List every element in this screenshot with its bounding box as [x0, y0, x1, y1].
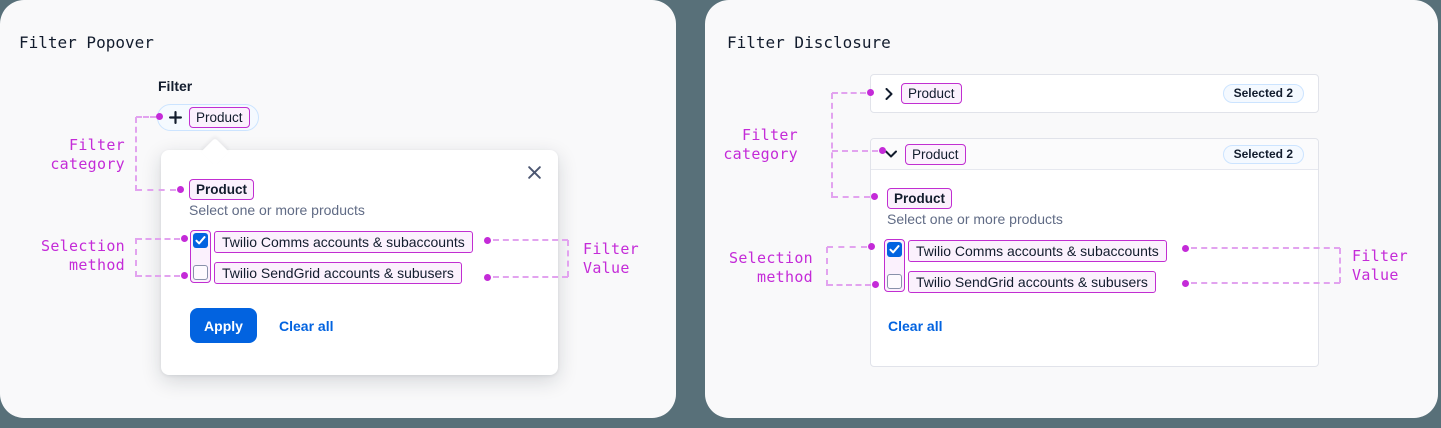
filter-category-chip: Product [905, 143, 966, 165]
option-label-sendgrid[interactable]: Twilio SendGrid accounts & subusers [908, 271, 1156, 293]
chevron-down-icon [885, 150, 897, 158]
apply-button[interactable]: Apply [190, 308, 257, 343]
checkbox-comms[interactable] [193, 233, 208, 248]
option-label-comms[interactable]: Twilio Comms accounts & subaccounts [214, 231, 473, 253]
selected-count-badge: Selected 2 [1222, 144, 1304, 164]
disclosure-collapsed-header[interactable]: Product Selected 2 [871, 75, 1318, 112]
option-list: Twilio Comms accounts & subaccounts Twil… [884, 239, 1167, 293]
option-list: Twilio Comms accounts & subaccounts Twil… [190, 230, 473, 284]
panel-title: Filter Disclosure [727, 33, 891, 52]
checkbox-sendgrid[interactable] [193, 265, 208, 280]
checkbox-comms[interactable] [887, 242, 902, 257]
selected-count-badge: Selected 2 [1222, 84, 1304, 103]
disclosure-collapsed: Product Selected 2 [870, 74, 1319, 113]
popover-heading-chip: Product [189, 179, 255, 200]
popover-subtitle: Select one or more products [189, 202, 365, 218]
chevron-right-icon [885, 87, 893, 100]
disclosure-expanded: Product Selected 2 Product Select one or… [870, 138, 1319, 367]
panel-title: Filter Popover [19, 33, 154, 52]
clear-all-button[interactable]: Clear all [888, 318, 943, 334]
clear-all-button[interactable]: Clear all [279, 317, 334, 334]
option-label-comms[interactable]: Twilio Comms accounts & subaccounts [908, 240, 1167, 262]
option-labels: Twilio Comms accounts & subaccounts Twil… [908, 240, 1167, 293]
close-icon[interactable] [525, 163, 543, 181]
option-label-sendgrid[interactable]: Twilio SendGrid accounts & subusers [214, 262, 462, 284]
selection-method-highlight [884, 239, 905, 292]
filter-category-chip: Product [901, 83, 962, 104]
filter-label: Filter [158, 78, 193, 94]
checkbox-sendgrid[interactable] [887, 274, 902, 289]
filter-disclosure-panel: Filter Disclosure Product Selected 2 Pro… [705, 0, 1438, 418]
plus-icon [169, 111, 182, 124]
filter-popover: Product Select one or more products Twil… [161, 137, 558, 375]
popover-caret [200, 137, 230, 167]
disclosure-heading-chip: Product [887, 188, 953, 209]
selection-method-highlight [190, 230, 211, 283]
popover-actions: Apply Clear all [190, 308, 333, 343]
add-filter-button[interactable]: Product [157, 104, 259, 131]
disclosure-subtitle: Select one or more products [887, 211, 1063, 227]
filter-popover-panel: Filter Popover Filter Product Product Se… [0, 0, 676, 418]
disclosure-expanded-header[interactable]: Product Selected 2 [871, 139, 1318, 170]
disclosure-body: Product Select one or more products Twil… [871, 170, 1318, 366]
filter-category-chip: Product [189, 107, 250, 128]
option-labels: Twilio Comms accounts & subaccounts Twil… [214, 231, 473, 284]
